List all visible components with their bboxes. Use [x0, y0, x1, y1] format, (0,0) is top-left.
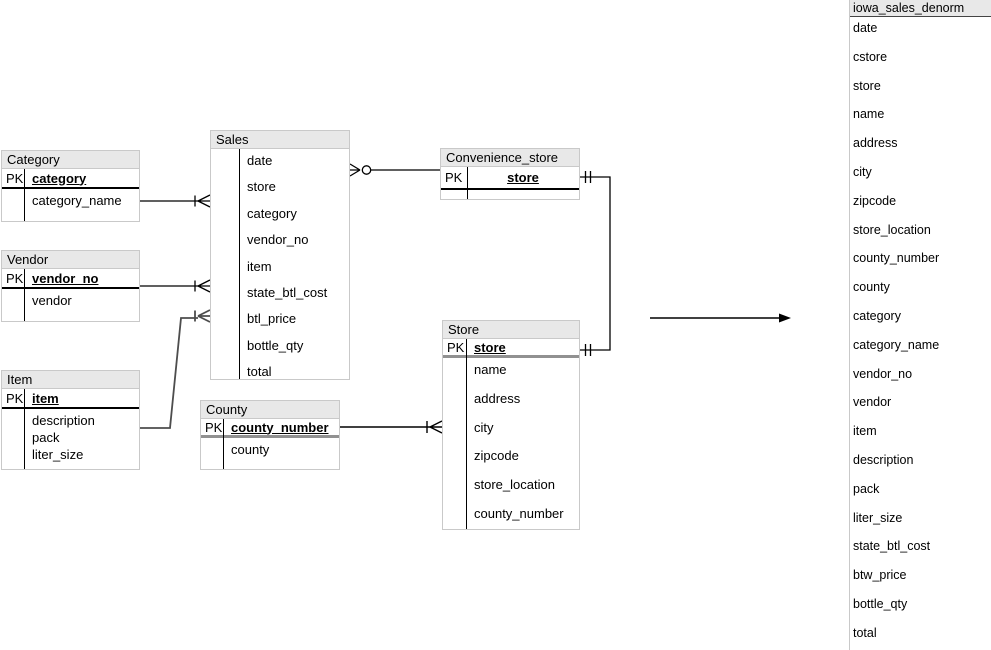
field-row: address — [474, 390, 521, 406]
table-body: category_name — [2, 189, 139, 209]
pk-row: PK county_number — [201, 419, 339, 438]
denorm-field-row: category_name — [853, 337, 940, 352]
field-row: vendor — [32, 293, 72, 308]
pk-row: PK store — [443, 339, 579, 358]
denorm-field-list: date cstore store name address city zipcode sto… — [850, 17, 991, 650]
field-row: county_number — [474, 505, 564, 521]
denorm-field-row: name — [853, 107, 885, 122]
pk-column-divider — [24, 169, 25, 221]
pk-label: PK — [6, 390, 24, 406]
denorm-field-row: description — [853, 452, 914, 467]
denorm-field-row: county — [853, 280, 890, 295]
denorm-field-row: total — [853, 625, 877, 640]
field-row: category — [247, 205, 297, 221]
denorm-title: iowa_sales_denorm — [850, 0, 991, 17]
pk-column-divider — [24, 269, 25, 321]
field-row: zipcode — [474, 448, 519, 464]
field-row: category_name — [32, 193, 122, 208]
pk-field-name: vendor_no — [32, 270, 99, 286]
pk-label: PK — [447, 339, 465, 355]
denorm-field-row: state_btl_cost — [853, 539, 931, 554]
pk-row: PK vendor_no — [2, 269, 139, 289]
pk-column-divider — [466, 339, 467, 529]
pk-label: PK — [6, 170, 24, 186]
field-row: store_location — [474, 477, 555, 493]
pk-column-divider — [239, 149, 240, 379]
pk-field-name: store — [474, 339, 506, 355]
field-row: btl_price — [247, 311, 297, 327]
table-title: Vendor — [2, 251, 139, 269]
pk-column-divider — [467, 167, 468, 199]
denorm-field-row: btw_price — [853, 568, 907, 583]
denorm-arrow-icon — [650, 313, 791, 323]
table-body — [441, 190, 579, 192]
denorm-field-row: vendor_no — [853, 366, 913, 381]
connector-vendor-sales — [140, 279, 211, 293]
pk-column-divider — [24, 389, 25, 469]
denorm-field-row: liter_size — [853, 510, 903, 525]
connector-category-sales — [140, 194, 211, 208]
denorm-field-row: date — [853, 21, 878, 35]
pk-row: PK item — [2, 389, 139, 409]
table-title: County — [201, 401, 339, 419]
table-body: county — [201, 438, 339, 458]
connector-convenience-store-store — [580, 171, 611, 356]
table-title: Category — [2, 151, 139, 169]
table-title: Sales — [211, 131, 349, 149]
pk-row: PK store — [441, 167, 579, 190]
field-row: pack — [32, 430, 60, 445]
denorm-field-row: county_number — [853, 251, 940, 266]
panel-iowa-sales-denorm: iowa_sales_denorm date cstore store name add… — [849, 0, 991, 650]
table-title: Convenience_store — [441, 149, 579, 167]
denorm-field-row: item — [853, 424, 877, 439]
field-row: store — [247, 179, 276, 195]
field-row: city — [474, 419, 494, 435]
denorm-field-row: bottle_qty — [853, 596, 908, 611]
field-row: item — [247, 258, 272, 274]
field-row: total — [247, 364, 272, 380]
field-row: state_btl_cost — [247, 284, 328, 300]
pk-field-name: category — [32, 170, 87, 186]
denorm-field-row: category — [853, 308, 901, 323]
table-title: Item — [2, 371, 139, 389]
pk-field-name: county_number — [231, 419, 329, 435]
denorm-field-row: cstore — [853, 49, 888, 64]
table-body: vendor — [2, 289, 139, 309]
field-row: vendor_no — [247, 232, 309, 248]
table-body: description pack liter_size — [2, 409, 139, 462]
field-row: county — [231, 442, 270, 457]
pk-label: PK — [445, 170, 463, 185]
field-row: bottle_qty — [247, 337, 304, 353]
field-row: date — [247, 153, 273, 168]
denorm-field-row: zipcode — [853, 193, 897, 208]
pk-row: PK category — [2, 169, 139, 189]
denorm-field-row: vendor — [853, 395, 892, 410]
table-title: Store — [443, 321, 579, 339]
denorm-field-row: pack — [853, 481, 880, 496]
field-row: name — [474, 362, 507, 377]
pk-column-divider — [223, 419, 224, 469]
pk-field-name: item — [32, 390, 59, 406]
denorm-field-row: address — [853, 136, 898, 151]
pk-label: PK — [6, 270, 24, 286]
denorm-field-row: store — [853, 78, 881, 93]
field-row: liter_size — [32, 447, 84, 462]
connector-county-store — [340, 420, 443, 434]
pk-label: PK — [205, 419, 223, 435]
denorm-field-row: store_location — [853, 222, 931, 237]
connector-sales-convenience-store — [349, 163, 440, 177]
denorm-field-row: city — [853, 164, 872, 179]
field-row: description — [32, 413, 95, 428]
pk-field-name: store — [507, 170, 539, 185]
